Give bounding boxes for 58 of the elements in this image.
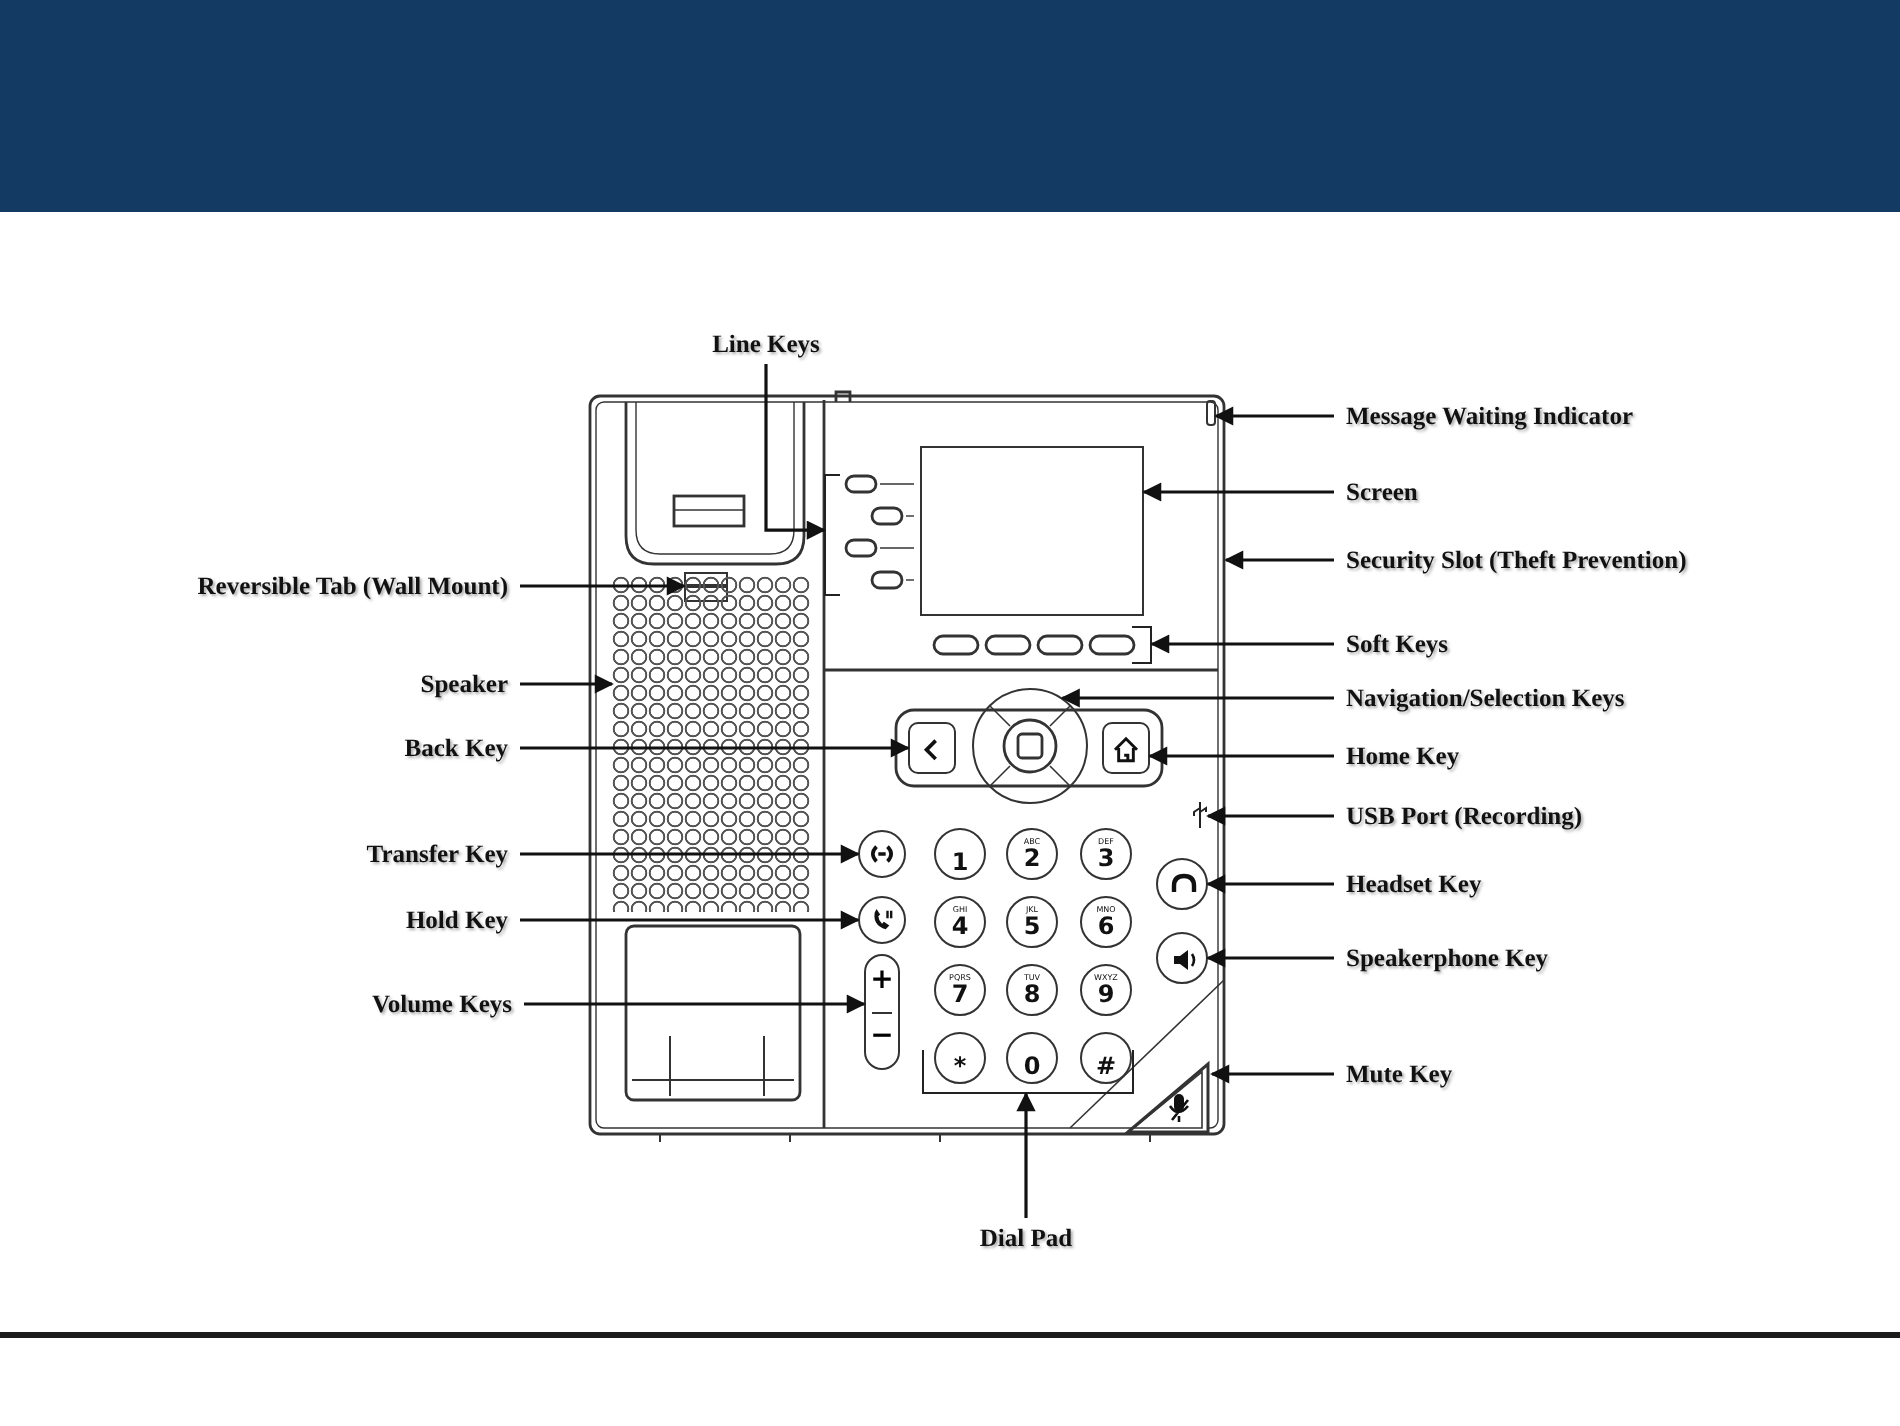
dial-key: # <box>1080 1032 1132 1084</box>
leader-arrow <box>764 364 826 540</box>
navigation-ring <box>972 688 1088 804</box>
headset-key <box>1156 858 1208 910</box>
callout-label: Navigation/Selection Keys <box>1346 684 1625 712</box>
callout-label: Hold Key <box>405 906 508 934</box>
leader-arrow <box>520 674 614 694</box>
hold-key <box>858 896 906 944</box>
callout-label: Volume Keys <box>371 990 512 1018</box>
leader-arrow <box>1206 948 1334 968</box>
leader-arrow <box>1150 634 1334 654</box>
transfer-key <box>858 830 906 878</box>
leader-arrow <box>524 994 866 1014</box>
volume-rocker <box>864 954 900 1070</box>
dial-key: 0 <box>1006 1032 1058 1084</box>
soft-key-bracket <box>1132 626 1152 664</box>
leader-arrow <box>1148 746 1334 766</box>
callout-label: Transfer Key <box>366 840 508 868</box>
leader-arrow <box>520 576 686 596</box>
leader-arrow <box>1060 688 1334 708</box>
leader-arrow <box>1214 406 1334 426</box>
leader-arrow <box>520 738 910 758</box>
callout-label: Line Keys <box>712 330 820 358</box>
leader-arrow <box>1142 482 1334 502</box>
mute-key <box>1124 1060 1212 1136</box>
dial-key: * <box>934 1032 986 1084</box>
leader-arrow <box>1206 874 1334 894</box>
leader-arrow <box>1210 1064 1334 1084</box>
display-screen <box>920 446 1144 616</box>
callout-label: Mute Key <box>1346 1060 1453 1088</box>
callout-label: USB Port (Recording) <box>1346 802 1583 830</box>
callout-label: Security Slot (Theft Prevention) <box>1346 546 1687 574</box>
callout-label: Back Key <box>404 734 508 762</box>
leader-arrow <box>1016 1092 1036 1218</box>
callout-label: Speakerphone Key <box>1346 944 1549 972</box>
leader-arrow <box>520 910 860 930</box>
reversible-tab <box>684 572 728 602</box>
speakerphone-key <box>1156 932 1208 984</box>
leader-arrow <box>520 844 860 864</box>
volume-sign: + <box>868 966 896 994</box>
callout-label: Soft Keys <box>1346 630 1449 658</box>
callout-label: Dial Pad <box>979 1224 1073 1252</box>
callout-label: Message Waiting Indicator <box>1346 402 1634 430</box>
leader-arrow <box>1206 806 1334 826</box>
leader-arrow <box>1224 550 1334 570</box>
callout-label: Reversible Tab (Wall Mount) <box>197 572 508 600</box>
dial-key: 1 <box>934 828 986 880</box>
volume-sign: − <box>868 1022 896 1050</box>
callout-label: Home Key <box>1346 742 1460 770</box>
line-key-bracket <box>824 474 840 596</box>
usb-icon <box>1192 800 1208 830</box>
home-key <box>1102 722 1150 774</box>
speaker-grille <box>612 576 810 912</box>
callout-label: Speaker <box>420 670 508 698</box>
indicator-light <box>1206 400 1216 426</box>
back-key <box>908 722 956 774</box>
callout-label: Screen <box>1346 478 1418 506</box>
callout-label: Headset Key <box>1346 870 1482 898</box>
